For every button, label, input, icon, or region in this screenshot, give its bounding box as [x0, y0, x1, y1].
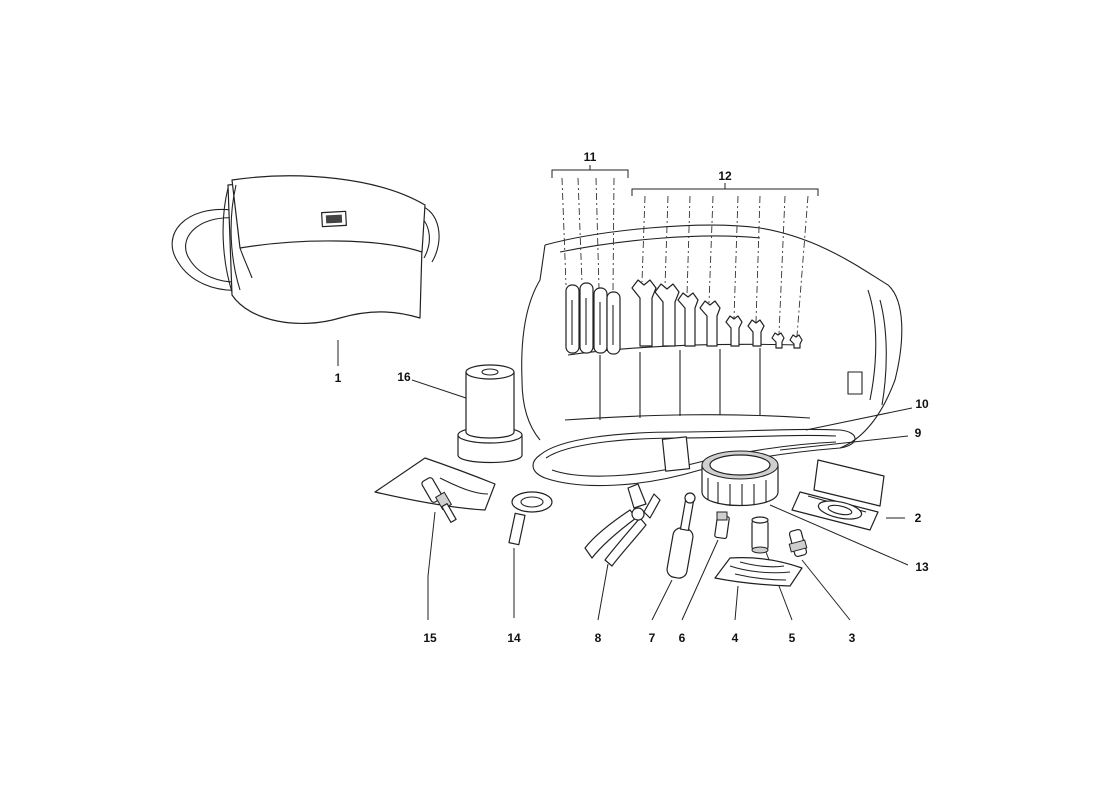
callout-5: 5: [789, 631, 796, 645]
callout-3: 3: [849, 631, 856, 645]
lifting-eye-bolt-drawing: [508, 491, 553, 618]
screwdriver-handle-drawing: [651, 492, 696, 621]
callout-11: 11: [584, 150, 597, 164]
filter-wrench-cup-drawing: [701, 450, 909, 566]
callout-10: 10: [915, 397, 929, 411]
callout-8: 8: [595, 631, 602, 645]
callout-4: 4: [732, 631, 739, 645]
socket-drawing: [751, 516, 793, 621]
screwdrivers-drawing: [551, 165, 629, 355]
spark-plug-adapter-drawing: [788, 528, 851, 621]
callout-16: 16: [397, 370, 411, 384]
spark-plug-wrench-tube-drawing: [411, 364, 523, 464]
tool-roll-drawing: [521, 224, 903, 449]
callout-12: 12: [718, 169, 732, 183]
pliers-drawing: [584, 483, 661, 621]
callout-7: 7: [649, 631, 656, 645]
callout-9: 9: [915, 426, 922, 440]
hex-key-drawing: [681, 511, 730, 621]
feeler-gauge-case-drawing: [791, 459, 905, 531]
tool-bag-drawing: [171, 175, 440, 366]
belts-drawing: [532, 407, 913, 487]
callout-13: 13: [915, 560, 929, 574]
callout-6: 6: [679, 631, 686, 645]
callout-15: 15: [423, 631, 437, 645]
spark-plug-socket-pouch-drawing: [374, 457, 496, 620]
spanners-drawing: [631, 183, 819, 349]
cloth-drawing: [714, 557, 803, 621]
callout-14: 14: [507, 631, 521, 645]
callout-2: 2: [915, 511, 922, 525]
callout-1: 1: [335, 371, 342, 385]
